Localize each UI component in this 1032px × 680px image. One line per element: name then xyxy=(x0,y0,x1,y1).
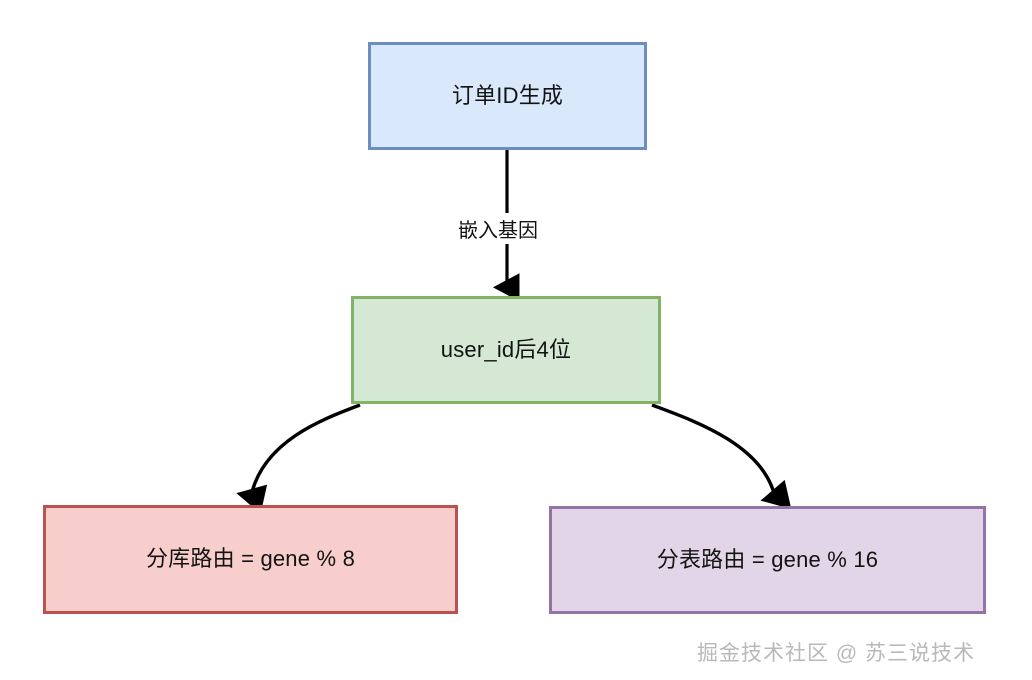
edge-label-embed-gene: 嵌入基因 xyxy=(455,213,541,244)
node-label: 分库路由 = gene % 8 xyxy=(145,546,356,572)
node-label: 分表路由 = gene % 16 xyxy=(656,546,879,572)
node-label: user_id后4位 xyxy=(440,336,572,362)
node-label: 订单ID生成 xyxy=(451,82,564,108)
watermark-text: 掘金技术社区 @ 苏三说技术 xyxy=(697,642,975,665)
node-database-sharding-route[interactable]: 分库路由 = gene % 8 xyxy=(43,505,458,614)
edge-user-gene-to-table-route xyxy=(651,403,792,509)
node-table-sharding-route[interactable]: 分表路由 = gene % 16 xyxy=(549,506,986,614)
node-order-id-generation[interactable]: 订单ID生成 xyxy=(368,42,647,150)
edge-user-gene-to-db-route xyxy=(236,403,361,514)
node-user-id-last-4-digits[interactable]: user_id后4位 xyxy=(351,296,661,404)
